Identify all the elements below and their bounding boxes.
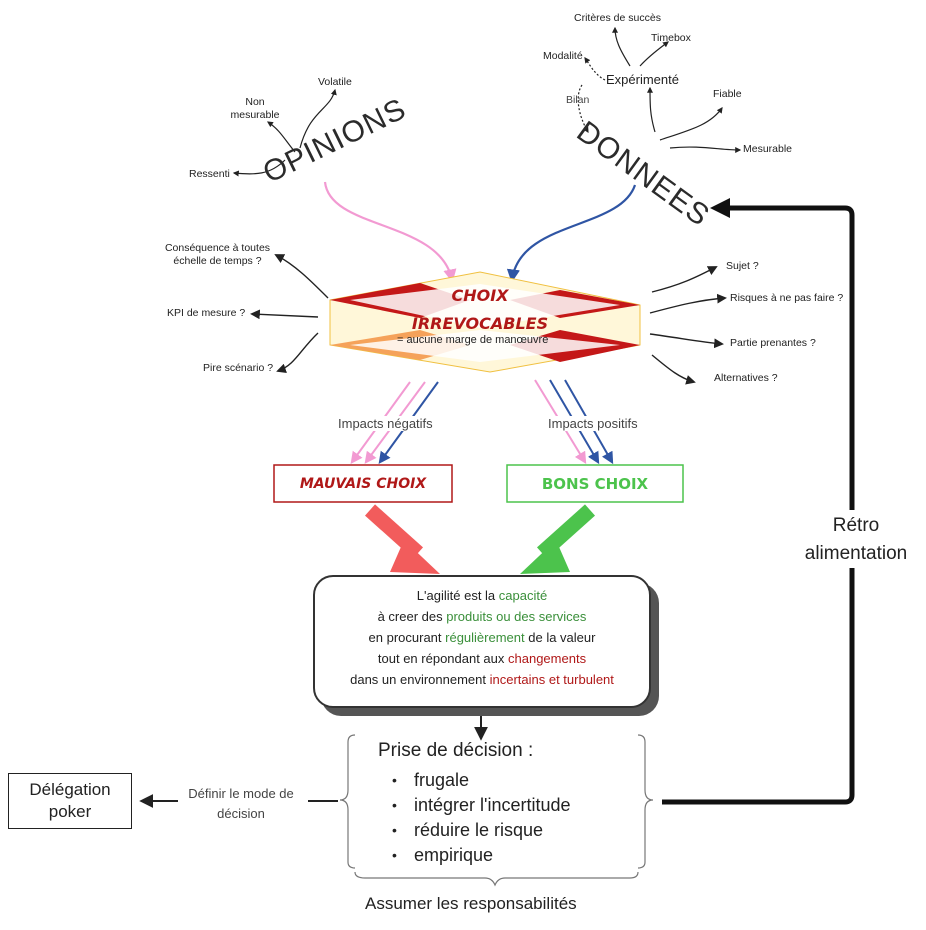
donnees-bilan: Bilan <box>566 94 590 106</box>
choix-subtitle: = aucune marge de manœuvre <box>397 334 549 346</box>
red-thick-arrow <box>364 504 440 574</box>
left-question-arrows <box>250 254 329 374</box>
decision-item-incertitude: intégrer l'incertitude <box>392 793 570 818</box>
delegation-poker-label: Délégation poker <box>29 780 111 821</box>
agility-definition-box: L'agilité est la capacité à creer des pr… <box>313 575 651 708</box>
opinions-to-choix-arrow <box>323 181 457 283</box>
left-q-consequence: Conséquence à toutes échelle de temps ? <box>164 242 271 267</box>
decision-list: frugale intégrer l'incertitude réduire l… <box>378 768 571 868</box>
decision-brace <box>339 734 654 887</box>
choix-line1: CHOIX <box>451 285 509 305</box>
donnees-mesurable: Mesurable <box>743 143 793 155</box>
mauvais-choix-box <box>273 464 453 503</box>
donnees-to-choix-arrow <box>506 184 637 283</box>
impacts-negatifs: Impacts négatifs <box>336 416 435 431</box>
donnees-modalite: Modalité <box>543 50 583 62</box>
bons-choix-label: BONS CHOIX <box>541 474 649 493</box>
opinions-ressenti: Ressenti <box>189 168 230 180</box>
impacts-positifs: Impacts positifs <box>546 416 640 431</box>
retro-loop <box>662 198 855 805</box>
right-question-arrows <box>649 266 727 385</box>
left-q-pire: Pire scénario ? <box>203 362 274 374</box>
donnees-fiable: Fiable <box>713 88 742 100</box>
mauvais-choix-label: MAUVAIS CHOIX <box>299 475 427 492</box>
right-q-parties: Partie prenantes ? <box>730 337 816 349</box>
decision-block: Prise de décision : frugale intégrer l'i… <box>378 740 571 868</box>
right-q-alternatives: Alternatives ? <box>714 372 778 384</box>
delegation-poker-box: Délégation poker <box>8 773 132 829</box>
opinions-volatile: Volatile <box>318 76 352 88</box>
opinions-branches <box>232 88 337 177</box>
right-q-risques: Risques à ne pas faire ? <box>730 292 844 304</box>
definir-label: Définir le mode de décision <box>188 786 294 821</box>
donnees-experimente: Expérimenté <box>606 72 679 87</box>
decision-item-frugale: frugale <box>392 768 571 793</box>
green-thick-arrow <box>520 504 596 574</box>
right-q-sujet: Sujet ? <box>726 260 759 272</box>
opinions-non-mesurable: Non mesurable <box>230 96 280 121</box>
donnees-timebox: Timebox <box>651 32 691 44</box>
donnees-criteres: Critères de succès <box>574 12 661 24</box>
retro-label: Rétro alimentation <box>804 515 908 564</box>
assumer-label: Assumer les responsabilités <box>365 894 577 913</box>
choix-shape <box>329 271 641 373</box>
bons-choix-box <box>506 464 684 503</box>
donnees-branches <box>577 26 742 153</box>
decision-item-risque: réduire le risque <box>392 818 571 843</box>
decision-item-empirique: empirique <box>392 843 571 868</box>
decision-title: Prise de décision : <box>378 740 534 761</box>
choix-line2: IRREVOCABLES <box>411 313 549 333</box>
left-q-kpi: KPI de mesure ? <box>167 307 246 319</box>
